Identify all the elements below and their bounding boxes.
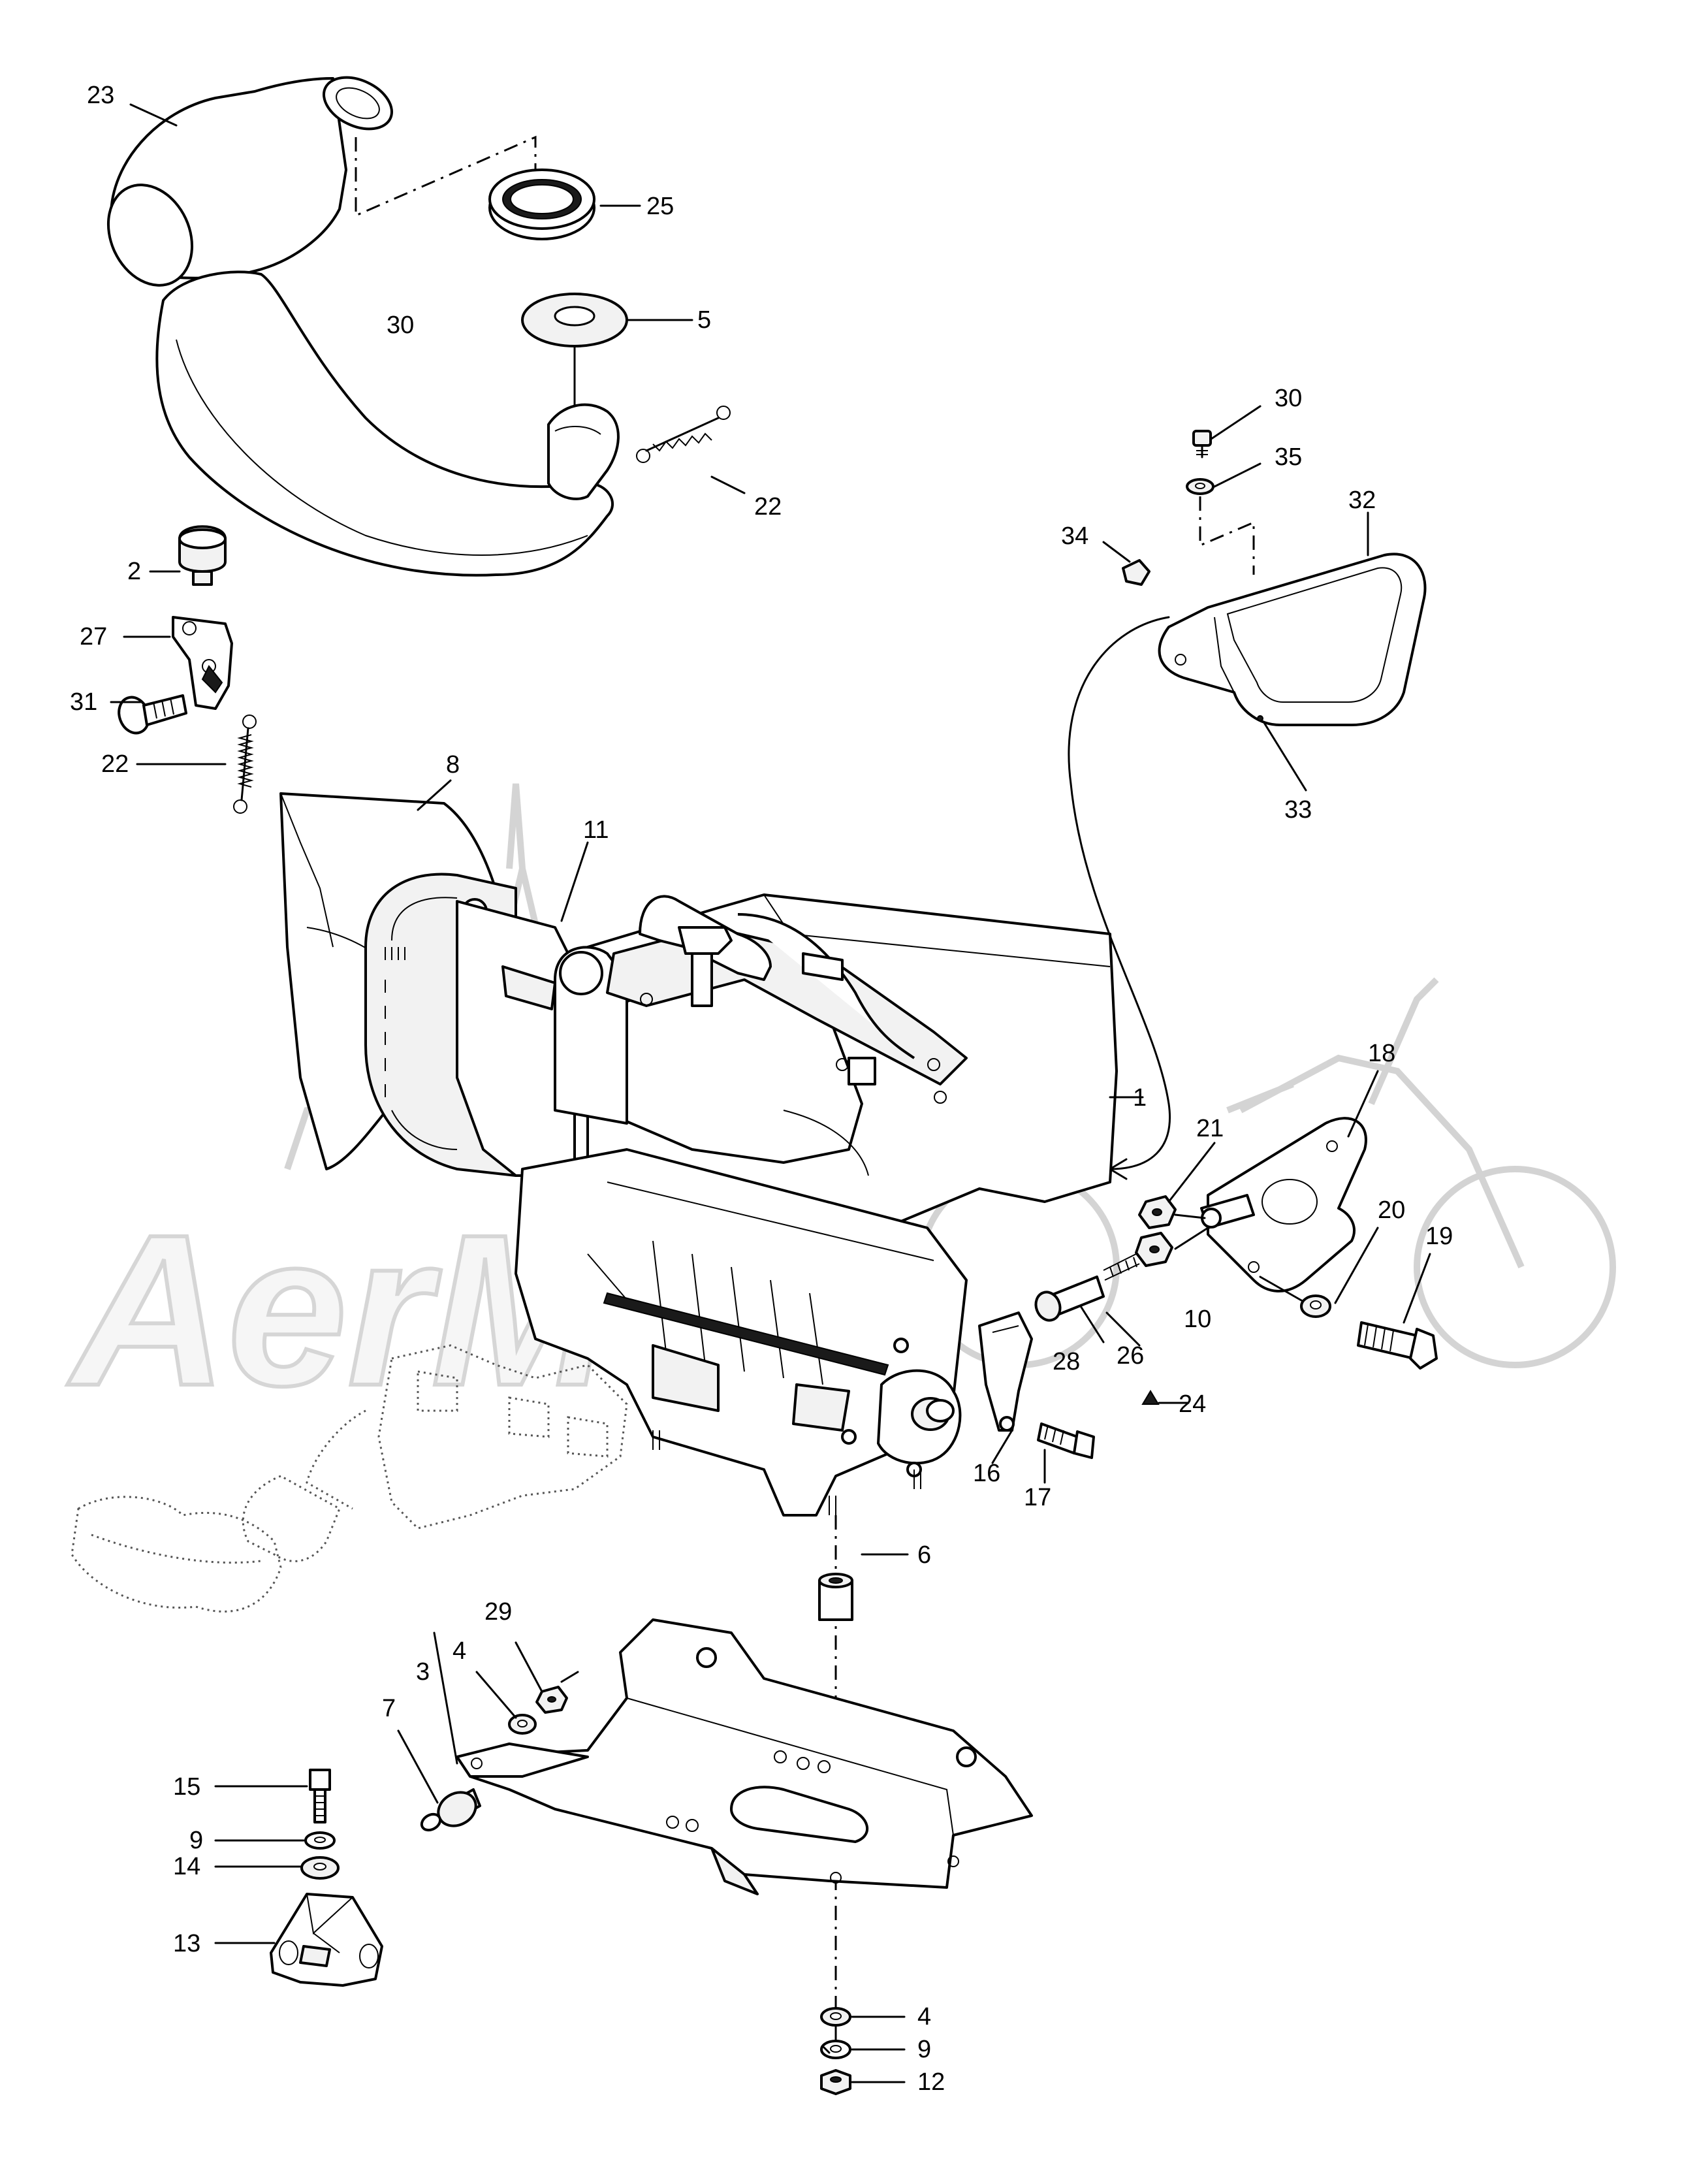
callout-27: 27 bbox=[80, 623, 107, 650]
part-6-spacer bbox=[818, 1573, 853, 1621]
part-16-engine-support bbox=[978, 1311, 1033, 1432]
callout-13: 13 bbox=[173, 1930, 200, 1957]
part-34-clip bbox=[1122, 559, 1150, 586]
part-5-gasket bbox=[521, 293, 628, 347]
part-17-bolt bbox=[1037, 1422, 1095, 1459]
callout-11: 11 bbox=[583, 816, 609, 844]
callout-32: 32 bbox=[1348, 487, 1376, 514]
part-4-washer-upper bbox=[508, 1714, 537, 1735]
part-30-screw-top bbox=[1192, 430, 1212, 458]
callout-numbers: 23 25 30 5 22 30 35 32 34 33 2 27 31 22 … bbox=[70, 82, 1453, 2096]
callout-12: 12 bbox=[917, 2068, 945, 2096]
callout-21: 21 bbox=[1196, 1115, 1224, 1142]
part-11-clamp bbox=[364, 873, 576, 1177]
callout-leaders bbox=[110, 103, 1431, 2083]
part-31-bolt bbox=[118, 694, 187, 735]
reference-line-32-to-1 bbox=[1068, 616, 1171, 1170]
callout-30-top: 30 bbox=[1275, 385, 1302, 412]
callout-30: 30 bbox=[387, 312, 414, 339]
callout-15: 15 bbox=[173, 1773, 200, 1801]
callout-6: 6 bbox=[917, 1541, 931, 1569]
part-21-nut bbox=[1138, 1195, 1177, 1229]
leader-nuts-to-plate bbox=[1174, 1213, 1209, 1250]
part-32-air-inlet-bracket bbox=[1158, 553, 1427, 726]
part-19-bolt bbox=[1357, 1321, 1438, 1370]
part-23-muffler bbox=[106, 76, 620, 577]
callout-9: 9 bbox=[189, 1827, 203, 1854]
callout-19: 19 bbox=[1425, 1223, 1453, 1250]
callout-22: 22 bbox=[754, 493, 782, 521]
callout-33: 33 bbox=[1284, 796, 1312, 824]
reference-exhaust-manifold bbox=[71, 1344, 628, 1613]
part-22-spring-upper bbox=[636, 406, 731, 463]
callout-35: 35 bbox=[1275, 443, 1302, 471]
part-7-rubber-mount bbox=[420, 1788, 481, 1832]
part-29-nut bbox=[535, 1686, 568, 1714]
callout-29: 29 bbox=[484, 1598, 512, 1626]
callout-3: 3 bbox=[416, 1658, 430, 1686]
stud-29 bbox=[560, 1671, 579, 1683]
part-27-bracket bbox=[172, 616, 233, 710]
callout-26: 26 bbox=[1117, 1342, 1144, 1370]
callout-23: 23 bbox=[87, 82, 114, 109]
part-12-nut bbox=[820, 2069, 851, 2095]
part-3-engine-mount-plate bbox=[456, 1618, 1033, 1895]
callout-2: 2 bbox=[127, 558, 141, 585]
callout-18: 18 bbox=[1368, 1040, 1395, 1067]
part-22-spring-lower bbox=[233, 715, 257, 814]
part-15-bolt bbox=[309, 1769, 331, 1823]
part-25-seal-ring bbox=[488, 169, 595, 240]
callout-5: 5 bbox=[697, 306, 711, 334]
part-20-washer bbox=[1300, 1294, 1331, 1318]
reference-arrowhead bbox=[1109, 1158, 1128, 1180]
callout-28: 28 bbox=[1053, 1348, 1080, 1375]
callout-31: 31 bbox=[70, 688, 97, 716]
callout-22-lower: 22 bbox=[101, 750, 129, 778]
part-9-lockwasher-upper bbox=[304, 1831, 336, 1850]
part-14-washer bbox=[300, 1856, 340, 1880]
callout-1: 1 bbox=[1133, 1084, 1147, 1112]
part-4-washer-lower bbox=[820, 2007, 851, 2027]
callout-9-lower: 9 bbox=[917, 2036, 931, 2063]
part-18-engine-plate bbox=[1200, 1117, 1367, 1293]
part-9-lockwasher-lower bbox=[820, 2040, 851, 2059]
part-13-mount-bracket bbox=[270, 1893, 383, 1987]
part-28-spacer-bolt bbox=[1034, 1253, 1140, 1322]
part-1-engine-block bbox=[515, 893, 1118, 1517]
callout-17: 17 bbox=[1024, 1484, 1051, 1511]
assembly-line-23-25 bbox=[355, 135, 537, 217]
callout-4-lower: 4 bbox=[917, 2003, 931, 2031]
callout-8: 8 bbox=[446, 751, 460, 779]
part-10-nut bbox=[1135, 1232, 1173, 1267]
callout-24: 24 bbox=[1179, 1390, 1206, 1418]
callout-4: 4 bbox=[452, 1637, 466, 1665]
callout-7: 7 bbox=[382, 1695, 396, 1722]
part-2-rubber-bumper bbox=[178, 525, 227, 586]
part-35-washer bbox=[1186, 478, 1214, 495]
callout-25: 25 bbox=[646, 193, 674, 220]
leader-plate-to-washer bbox=[1259, 1276, 1307, 1304]
part-24-grease-fitting bbox=[1141, 1390, 1160, 1405]
callout-20: 20 bbox=[1378, 1196, 1405, 1224]
callout-34: 34 bbox=[1061, 522, 1088, 550]
callout-10: 10 bbox=[1184, 1306, 1211, 1333]
assembly-line-30-32 bbox=[1199, 496, 1255, 575]
callout-14: 14 bbox=[173, 1853, 200, 1880]
callout-16: 16 bbox=[973, 1460, 1000, 1487]
